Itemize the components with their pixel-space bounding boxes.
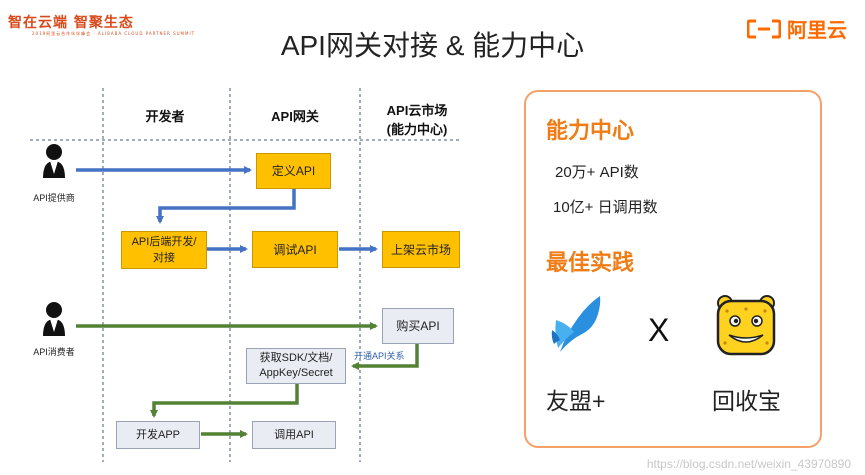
box-backend-dev: API后端开发/ 对接 (121, 231, 207, 269)
box-call-api: 调用API (252, 421, 336, 449)
partner-huishoubao-label: 回收宝 (712, 388, 781, 414)
actor-provider-label: API提供商 (33, 193, 75, 203)
box-define-api: 定义API (256, 153, 331, 189)
page-title: API网关对接 & 能力中心 (280, 30, 585, 61)
panel-heading-practice: 最佳实践 (546, 250, 635, 275)
stat-api-count: 20万+ API数 (555, 164, 639, 181)
umeng-bird-icon (551, 296, 601, 352)
box-publish-market: 上架云市场 (382, 231, 460, 268)
column-header-market-line2: (能力中心) (386, 122, 448, 137)
edge-label-open-relation: 开通API关系 (354, 351, 405, 361)
stat-daily-calls: 10亿+ 日调用数 (553, 199, 658, 216)
logo-text: 阿里云 (787, 20, 847, 42)
watermark-url: https://blog.csdn.net/weixin_43970890 (646, 457, 851, 471)
capability-center-panel (524, 90, 822, 448)
column-header-market-line1: API云市场 (386, 103, 448, 118)
person-icon (43, 302, 65, 336)
partner-umeng-label: 友盟+ (546, 388, 606, 414)
flow-diagram (30, 88, 462, 462)
panel-heading-capability: 能力中心 (546, 118, 635, 143)
box-develop-app: 开发APP (116, 421, 200, 449)
actor-consumer-label: API消费者 (33, 347, 75, 357)
box-backend-dev-line2: 对接 (152, 252, 175, 264)
times-sign: X (648, 312, 670, 348)
column-header-gateway: API网关 (271, 109, 319, 124)
person-icon (43, 144, 65, 178)
box-buy-api: 购买API (382, 308, 454, 344)
box-get-sdk-line1: 获取SDK/文档/ (259, 351, 333, 364)
swimlane-grid (30, 88, 462, 462)
huishoubao-leopard-icon (716, 295, 776, 356)
box-get-sdk: 获取SDK/文档/ AppKey/Secret (246, 348, 346, 384)
summit-brand-text: 智在云端 智聚生态 (8, 15, 134, 31)
box-backend-dev-line1: API后端开发/ (131, 235, 197, 248)
consumer-flow (76, 322, 419, 438)
aliyun-logo: 阿里云 (747, 14, 847, 43)
aliyun-logo-icon (747, 19, 781, 38)
column-header-developer: 开发者 (145, 109, 185, 124)
box-debug-api: 调试API (252, 231, 338, 268)
box-get-sdk-line2: AppKey/Secret (259, 367, 333, 379)
summit-brand-subtext: 2019阿里云合作伙伴峰会 · ALIBABA CLOUD PARTNER SU… (32, 31, 196, 36)
column-header-market: API云市场 (能力中心) (362, 100, 472, 138)
provider-flow (76, 166, 378, 253)
